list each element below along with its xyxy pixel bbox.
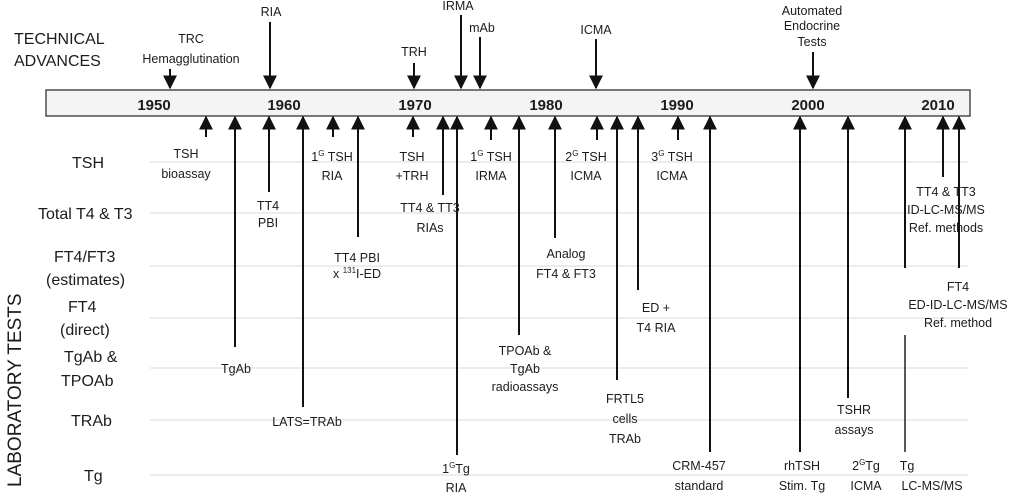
timeline-bar: 1950 1960 1970 1980 1990 2000 2010 bbox=[45, 89, 971, 117]
technical-advances-arrows bbox=[163, 15, 820, 90]
tick-1970: 1970 bbox=[398, 97, 431, 114]
event-1g-tsh-ria-line-1: 1G TSH bbox=[311, 149, 352, 164]
event-rhtsh-line-2: Stim. Tg bbox=[779, 479, 825, 493]
event-1g-tsh-irma-line-2: IRMA bbox=[475, 169, 507, 183]
technical-heading-line-1: TECHNICAL bbox=[14, 31, 105, 48]
advance-irma: IRMA bbox=[442, 0, 474, 13]
tick-1960: 1960 bbox=[267, 97, 300, 114]
event-tshr-assays-line-2: assays bbox=[835, 423, 874, 437]
row-label-tsh: TSH bbox=[72, 155, 104, 172]
tick-1950: 1950 bbox=[137, 97, 170, 114]
event-arrows bbox=[199, 115, 966, 455]
event-ed-t4-ria-line-2: T4 RIA bbox=[637, 321, 677, 335]
event-ed-t4-ria-line-1: ED + bbox=[642, 301, 670, 315]
row-label-trab: TRAb bbox=[71, 413, 112, 430]
row-label-ft4ft3-line-2: (estimates) bbox=[46, 272, 125, 289]
event-tt4-pbi-ed-line-2: x 131I-ED bbox=[333, 266, 381, 281]
advance-icma: ICMA bbox=[580, 23, 612, 37]
event-2g-tg-icma-line-1: 2GTg bbox=[852, 458, 880, 473]
event-crm457-line-1: CRM-457 bbox=[672, 459, 726, 473]
row-label-ft4-direct-line-1: FT4 bbox=[68, 299, 97, 316]
event-tpoab-line-3: radioassays bbox=[492, 380, 559, 394]
advance-trc-line-2: Hemagglutination bbox=[142, 52, 239, 66]
event-tt4-pbi-line-2: PBI bbox=[258, 216, 278, 230]
event-tt4-pbi-ed-line-1: TT4 PBI bbox=[334, 251, 380, 265]
event-2g-tsh-icma-line-2: ICMA bbox=[570, 169, 602, 183]
advance-automated-line-1: Automated bbox=[782, 4, 843, 18]
event-analog-line-2: FT4 & FT3 bbox=[536, 267, 596, 281]
event-frtl5-line-1: FRTL5 bbox=[606, 392, 644, 406]
event-tpoab-line-2: TgAb bbox=[510, 362, 540, 376]
tick-2000: 2000 bbox=[791, 97, 824, 114]
row-label-tgab-line-2: TPOAb bbox=[61, 373, 114, 390]
event-labels: TSH bioassay TT4 PBI TgAb LATS=TRAb 1G T… bbox=[161, 147, 1007, 495]
event-ft4-edid-line-3: Ref. method bbox=[924, 316, 992, 330]
event-tgab: TgAb bbox=[221, 362, 251, 376]
advance-mab: mAb bbox=[469, 21, 495, 35]
event-tsh-trh-line-2: +TRH bbox=[396, 169, 429, 183]
event-3g-tsh-icma-line-2: ICMA bbox=[656, 169, 688, 183]
event-3g-tsh-icma-line-1: 3G TSH bbox=[651, 149, 692, 164]
event-tt4-tt3-ref-line-2: ID-LC-MS/MS bbox=[907, 203, 985, 217]
event-tg-lcms-line-2: LC-MS/MS bbox=[901, 479, 962, 493]
row-label-total-t4-t3: Total T4 & T3 bbox=[38, 206, 133, 223]
event-frtl5-line-3: TRAb bbox=[609, 432, 641, 446]
advance-trh: TRH bbox=[401, 45, 427, 59]
event-2g-tsh-icma-line-1: 2G TSH bbox=[565, 149, 606, 164]
event-tsh-bioassay-line-1: TSH bbox=[174, 147, 199, 161]
event-frtl5-line-2: cells bbox=[612, 412, 637, 426]
event-tt4-tt3-rias-line-2: RIAs bbox=[416, 221, 443, 235]
advance-automated-line-3: Tests bbox=[797, 35, 826, 49]
advance-ria: RIA bbox=[261, 5, 283, 19]
row-label-ft4ft3-line-1: FT4/FT3 bbox=[54, 249, 115, 266]
row-label-ft4-direct-line-2: (direct) bbox=[60, 322, 110, 339]
event-1g-tsh-ria-line-2: RIA bbox=[322, 169, 344, 183]
timeline-bar-rect bbox=[45, 89, 971, 117]
row-labels: TSH Total T4 & T3 FT4/FT3 (estimates) FT… bbox=[38, 155, 133, 485]
event-tsh-trh-line-1: TSH bbox=[400, 150, 425, 164]
event-tsh-bioassay-line-2: bioassay bbox=[161, 167, 211, 181]
technical-advances-heading: TECHNICAL ADVANCES bbox=[14, 31, 105, 70]
event-tshr-assays-line-1: TSHR bbox=[837, 403, 871, 417]
event-tt4-pbi-line-1: TT4 bbox=[257, 199, 279, 213]
event-rhtsh-line-1: rhTSH bbox=[784, 459, 820, 473]
event-1g-tg-ria-line-2: RIA bbox=[446, 481, 468, 495]
event-1g-tg-ria-line-1: 1GTg bbox=[442, 461, 470, 476]
advance-trc-line-1: TRC bbox=[178, 32, 204, 46]
event-ft4-edid-line-2: ED-ID-LC-MS/MS bbox=[908, 298, 1007, 312]
row-label-tg: Tg bbox=[84, 468, 103, 485]
row-guide-lines bbox=[150, 161, 968, 476]
technical-advances-labels: TRC Hemagglutination RIA TRH IRMA mAb IC… bbox=[142, 0, 842, 66]
event-1g-tsh-irma-line-1: 1G TSH bbox=[470, 149, 511, 164]
technical-heading-line-2: ADVANCES bbox=[14, 53, 101, 70]
advance-automated-line-2: Endocrine bbox=[784, 19, 840, 33]
event-2g-tg-icma-line-2: ICMA bbox=[850, 479, 882, 493]
laboratory-tests-side-title: LABORATORY TESTS bbox=[5, 293, 26, 487]
event-ft4-edid-line-1: FT4 bbox=[947, 280, 969, 294]
event-analog-line-1: Analog bbox=[547, 247, 586, 261]
row-label-tgab-line-1: TgAb & bbox=[64, 349, 118, 366]
event-tt4-tt3-ref-line-3: Ref. methods bbox=[909, 221, 983, 235]
tick-1980: 1980 bbox=[529, 97, 562, 114]
tick-2010: 2010 bbox=[921, 97, 954, 114]
tick-1990: 1990 bbox=[660, 97, 693, 114]
event-tpoab-line-1: TPOAb & bbox=[499, 344, 552, 358]
event-lats-trab: LATS=TRAb bbox=[272, 415, 342, 429]
event-crm457-line-2: standard bbox=[675, 479, 724, 493]
event-tt4-tt3-rias-line-1: TT4 & TT3 bbox=[400, 201, 460, 215]
event-tt4-tt3-ref-line-1: TT4 & TT3 bbox=[916, 185, 976, 199]
event-tg-lcms-line-1: Tg bbox=[900, 459, 915, 473]
